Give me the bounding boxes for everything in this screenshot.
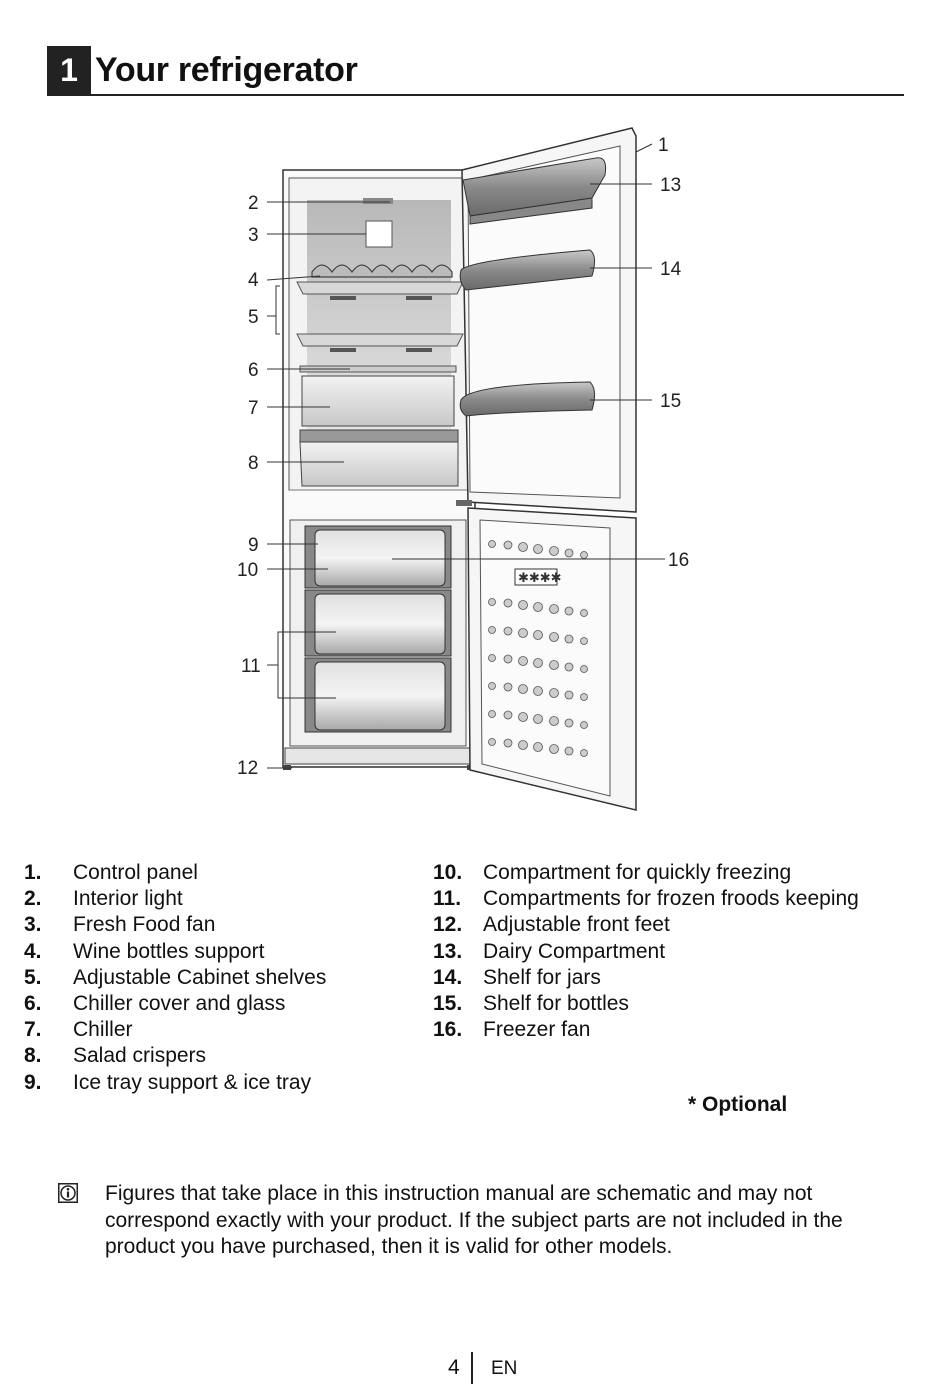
dairy-compartment (462, 157, 607, 225)
legend-item: 8. Salad crispers (24, 1043, 326, 1069)
legend-text: Compartments for frozen froods keeping (483, 887, 859, 911)
callout-12: 12 (237, 758, 258, 779)
legend-text: Shelf for jars (483, 965, 601, 989)
callout-4: 4 (248, 270, 259, 291)
callout-8: 8 (248, 453, 259, 474)
legend-number: 5. (24, 965, 42, 989)
legend-number: 1. (24, 861, 42, 884)
refrigerator-diagram: ✱✱✱✱ 1 2 3 4 (237, 127, 689, 811)
legend-number: 15. (433, 992, 463, 1016)
freezer-drawers (304, 525, 452, 733)
fresh-food-fan (365, 220, 393, 248)
legend-number: 6. (24, 992, 42, 1016)
legend-item: 15. Shelf for bottles (433, 991, 859, 1017)
legend-text: Salad crispers (73, 1044, 207, 1068)
legend-item: 5. Adjustable Cabinet shelves (24, 965, 326, 991)
shelf-for-bottles (459, 381, 596, 417)
parts-legend-right: 10. Compartment for quickly freezing 11. C… (433, 860, 859, 1043)
callout-14: 14 (660, 259, 682, 280)
legend-item: 16. Freezer fan (433, 1017, 859, 1043)
legend-number: 13. (433, 939, 463, 963)
legend-item: 9. Ice tray support & ice tray (24, 1070, 326, 1096)
callout-7: 7 (248, 398, 259, 419)
legend-item: 6. Chiller cover and glass (24, 991, 326, 1017)
legend-item: 1. Control panel (24, 860, 326, 886)
interior-light (363, 198, 393, 204)
legend-text: Shelf for bottles (483, 992, 629, 1016)
callout-1: 1 (658, 135, 669, 156)
leader-lines (266, 143, 665, 769)
legend-number: 10. (433, 861, 463, 884)
legend-text: Freezer fan (483, 1018, 591, 1042)
legend-text: Control panel (73, 861, 198, 884)
chapter-header: 1 Your refrigerator (47, 46, 904, 96)
callout-15: 15 (660, 391, 681, 412)
freezer-door: ✱✱✱✱ (467, 507, 637, 811)
legend-item: 12. Adjustable front feet (433, 912, 859, 938)
legend-number: 9. (24, 1070, 42, 1094)
salad-crisper (299, 429, 459, 487)
wine-bottles-support (311, 264, 453, 278)
legend-item: 2. Interior light (24, 886, 326, 912)
legend-number: 4. (24, 939, 42, 963)
legend-number: 3. (24, 913, 42, 937)
footer-divider (471, 1352, 473, 1384)
parts-legend-left: 1. Control panel 2. Interior light 3. Fresh… (24, 860, 326, 1096)
callout-labels: 1 2 3 4 5 6 7 8 9 10 11 12 13 14 15 16 (237, 135, 689, 779)
legend-item: 10. Compartment for quickly freezing (433, 860, 859, 886)
legend-number: 8. (24, 1044, 42, 1068)
legend-text: Chiller (73, 1018, 133, 1042)
legend-text: Adjustable Cabinet shelves (73, 965, 327, 989)
callout-13: 13 (660, 175, 681, 196)
legend-text: Compartment for quickly freezing (483, 861, 792, 884)
callout-5: 5 (248, 307, 259, 328)
legend-number: 11. (433, 887, 462, 911)
legend-text: Adjustable front feet (483, 913, 670, 937)
callout-3: 3 (248, 225, 259, 246)
shelf-for-jars (459, 249, 596, 291)
chapter-number: 1 (47, 46, 91, 94)
page-title: Your refrigerator (95, 51, 358, 89)
svg-text:✱✱✱✱: ✱✱✱✱ (518, 571, 562, 586)
legend-text: Wine bottles support (73, 939, 265, 963)
legend-text: Dairy Compartment (483, 939, 666, 963)
legend-item: 14. Shelf for jars (433, 965, 859, 991)
callout-9: 9 (248, 535, 259, 556)
legend-item: 13. Dairy Compartment (433, 939, 859, 965)
legend-number: 12. (433, 913, 463, 937)
legend-item: 4. Wine bottles support (24, 939, 326, 965)
callout-10: 10 (237, 560, 258, 581)
callout-6: 6 (248, 360, 259, 381)
legend-number: 14. (433, 965, 463, 989)
callout-16: 16 (668, 550, 689, 571)
legend-item: 3. Fresh Food fan (24, 912, 326, 938)
legend-text: Ice tray support & ice tray (73, 1070, 312, 1094)
optional-note: * Optional (688, 1093, 788, 1116)
language-code: EN (491, 1358, 518, 1379)
legend-number: 7. (24, 1018, 42, 1042)
page-number: 4 (448, 1356, 460, 1379)
legend-text: Interior light (73, 887, 183, 911)
legend-item: 11. Compartments for frozen froods keepin… (433, 886, 859, 912)
cabinet-shelves (296, 281, 464, 352)
legend-text: Fresh Food fan (73, 913, 216, 937)
legend-item: 7. Chiller (24, 1017, 326, 1043)
callout-11: 11 (241, 656, 261, 677)
callout-2: 2 (248, 193, 259, 214)
info-note-text: Figures that take place in this instruct… (105, 1182, 843, 1258)
page-footer: 4 EN (0, 1352, 950, 1386)
info-icon (58, 1183, 78, 1203)
legend-number: 16. (433, 1018, 463, 1042)
legend-number: 2. (24, 887, 42, 911)
legend-text: Chiller cover and glass (73, 992, 286, 1016)
